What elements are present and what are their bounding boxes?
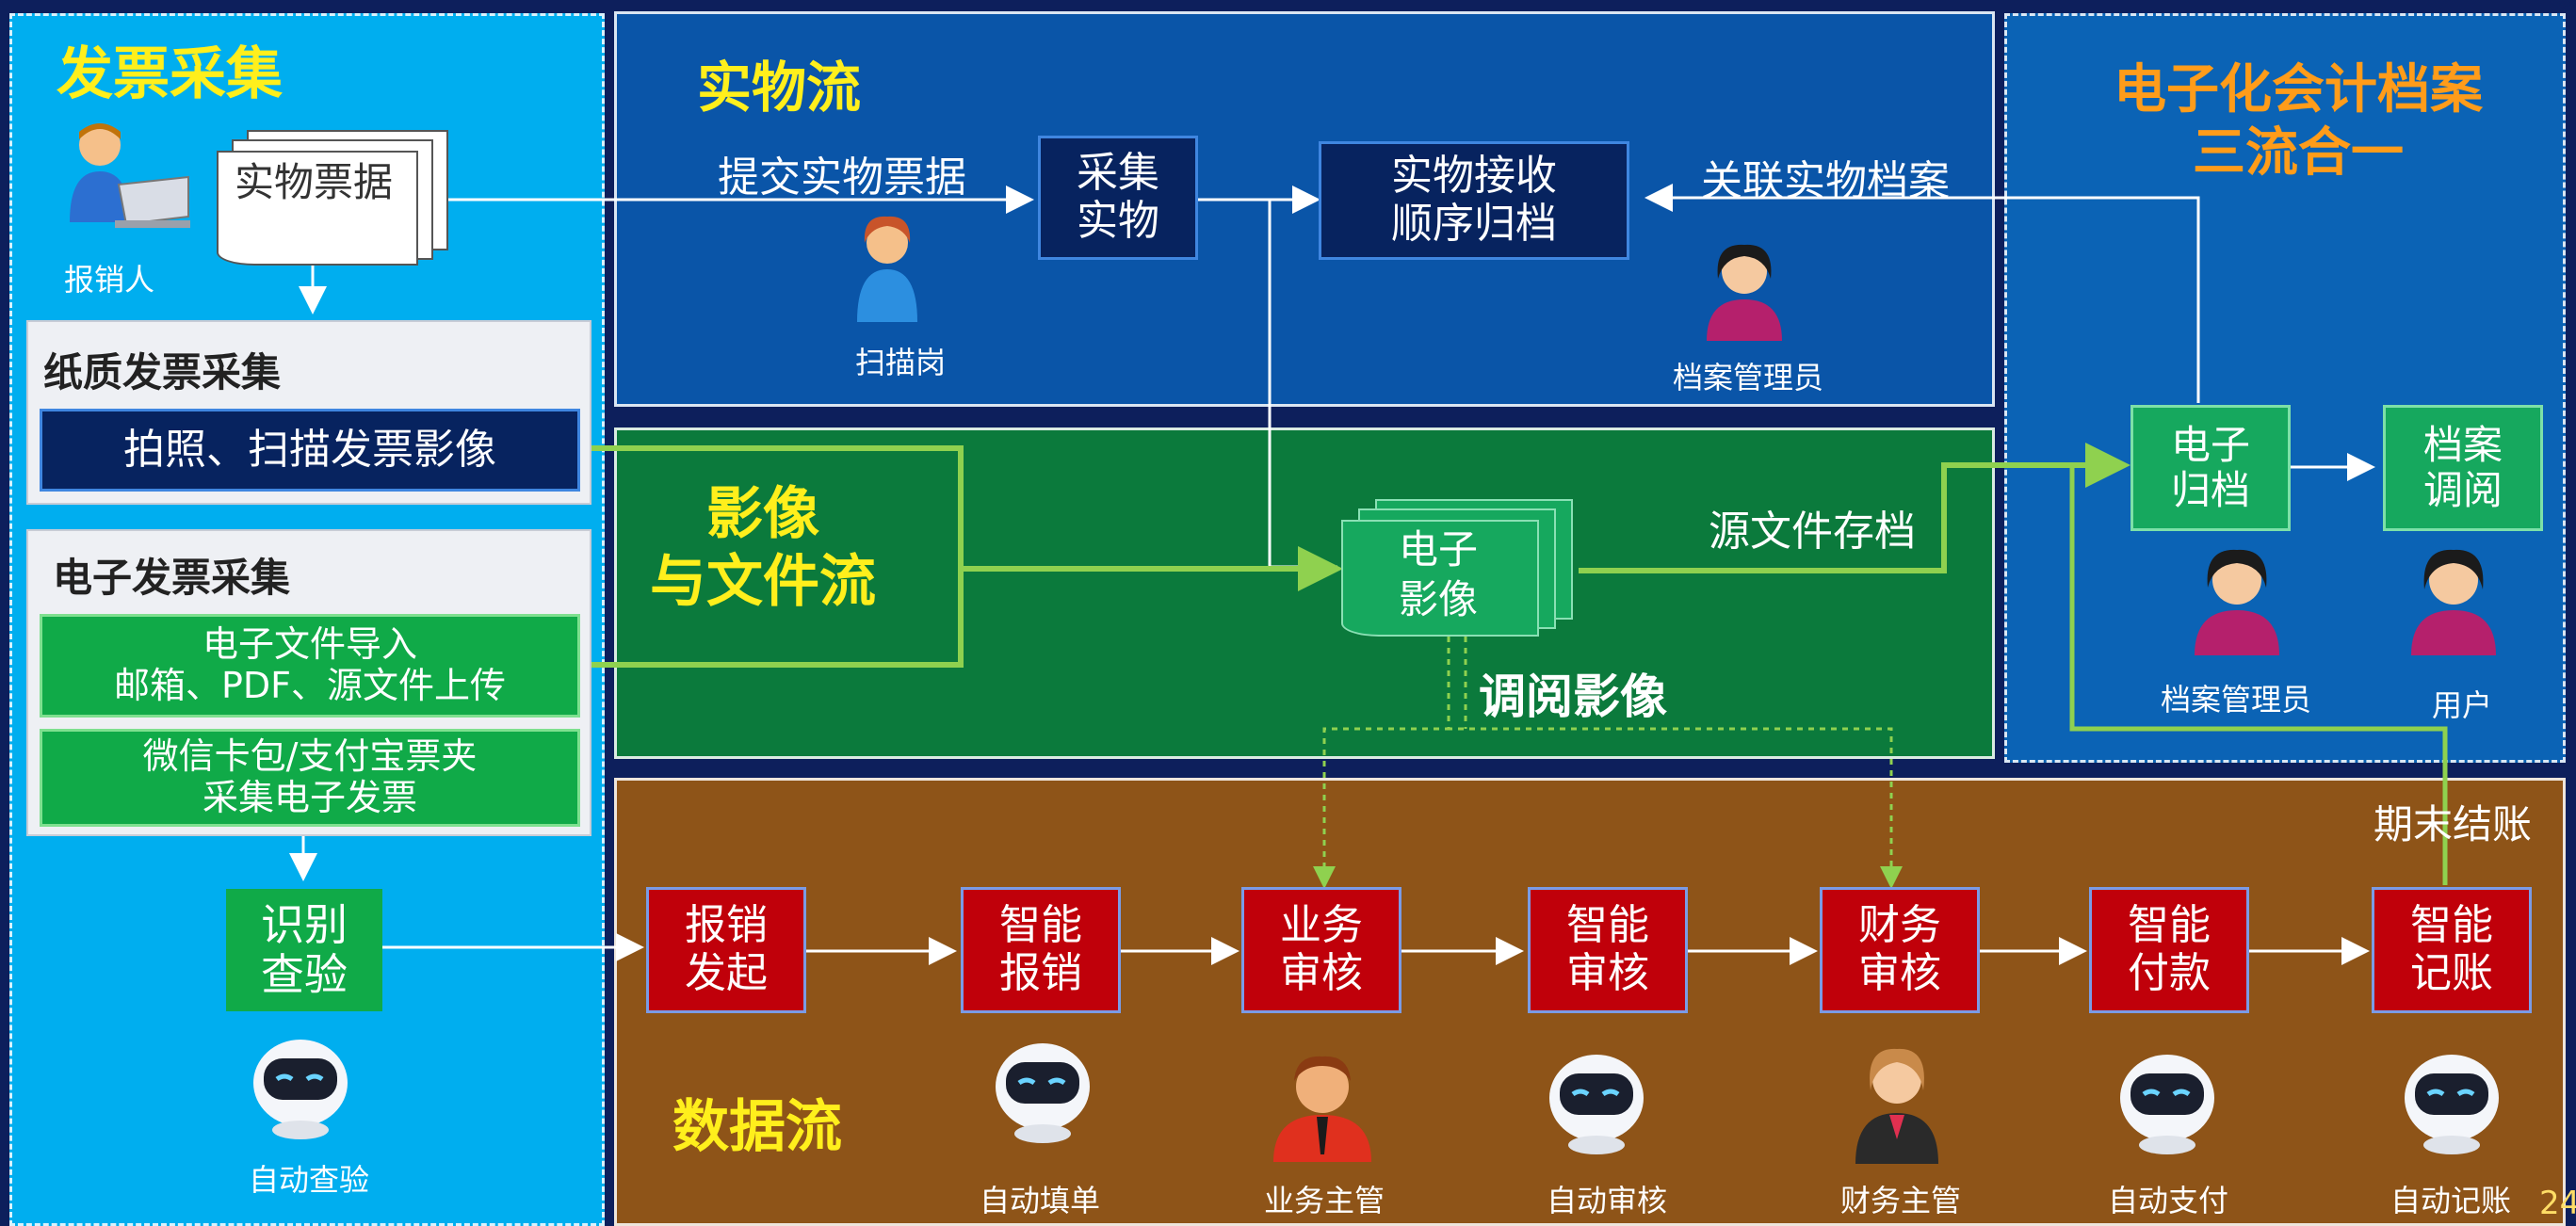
step-caption: 自动填单 — [979, 1183, 1100, 1218]
auto-verify-caption: 自动查验 — [248, 1162, 369, 1198]
step-smart-expense[interactable]: 智能 报销 — [961, 887, 1121, 1013]
collect-physical-line1: 采集 — [1077, 149, 1159, 198]
user-label: 用户 — [2432, 687, 2493, 723]
finance-manager-icon — [1855, 1048, 1938, 1164]
e-archive-button[interactable]: 电子 归档 — [2130, 405, 2291, 531]
e-image-line1: 电子 — [1398, 526, 1478, 573]
collect-physical-button[interactable]: 采集 实物 — [1038, 136, 1198, 260]
archivist-label: 档案管理员 — [1673, 360, 1824, 395]
step-caption: 自动支付 — [2107, 1183, 2228, 1218]
archive-browse-line1: 档案 — [2422, 421, 2503, 468]
archive-panel-title: 电子化会计档案 三流合一 — [2053, 58, 2543, 185]
image-file-flow-title-line2: 与文件流 — [650, 549, 876, 615]
verify-line1: 识别 — [261, 899, 348, 951]
physical-invoice-doc-label: 实物票据 — [234, 159, 393, 205]
step-caption: 自动记账 — [2390, 1183, 2511, 1218]
step-line1: 智能 — [2128, 901, 2211, 950]
data-flow-title: 数据流 — [672, 1094, 842, 1160]
step-line2: 审核 — [1566, 949, 1649, 997]
e-file-import-button[interactable]: 电子文件导入 邮箱、PDF、源文件上传 — [40, 614, 580, 718]
robot-icon — [253, 1040, 348, 1139]
step-caption: 自动审核 — [1546, 1183, 1667, 1218]
user-icon — [2411, 549, 2496, 655]
e-file-import-line2: 邮箱、PDF、源文件上传 — [113, 665, 507, 706]
archive-title-line1: 电子化会计档案 — [2114, 59, 2483, 121]
robot-icon — [2120, 1055, 2214, 1154]
step-line1: 智能 — [999, 901, 1082, 950]
archive-browse-line2: 调阅 — [2422, 467, 2503, 513]
step-line2: 审核 — [1280, 949, 1363, 997]
step-line2: 付款 — [2128, 949, 2211, 997]
step-smart-payment[interactable]: 智能 付款 — [2089, 887, 2249, 1013]
verify-button[interactable]: 识别 查验 — [226, 889, 382, 1011]
robot-icon — [996, 1043, 1090, 1143]
receive-archive-line1: 实物接收 — [1391, 152, 1557, 201]
reporter-icon — [70, 123, 190, 228]
step-line1: 财务 — [1858, 901, 1941, 950]
business-manager-icon — [1273, 1056, 1371, 1162]
archive-title-line2: 三流合一 — [2193, 122, 2404, 185]
step-line1: 智能 — [2410, 901, 2493, 950]
wallet-invoice-line2: 采集电子发票 — [202, 777, 417, 818]
robot-icon — [2405, 1055, 2499, 1154]
submit-physical-label: 提交实物票据 — [718, 153, 966, 202]
step-line2: 发起 — [685, 949, 768, 997]
step-line1: 报销 — [685, 901, 768, 950]
verify-line2: 查验 — [261, 949, 348, 1000]
photo-scan-invoice-button[interactable]: 拍照、扫描发票影像 — [40, 409, 580, 492]
e-image-label: 电子 影像 — [1351, 525, 1526, 624]
source-file-archive-label: 源文件存档 — [1709, 508, 1916, 556]
step-line2: 报销 — [999, 949, 1082, 997]
step-line1: 智能 — [1566, 901, 1649, 950]
step-caption: 财务主管 — [1839, 1183, 1961, 1218]
step-line2: 审核 — [1858, 949, 1941, 997]
archive-browse-button[interactable]: 档案 调阅 — [2383, 405, 2543, 531]
image-file-flow-panel — [614, 427, 1995, 759]
image-file-flow-title: 影像 与文件流 — [650, 480, 876, 616]
step-smart-review[interactable]: 智能 审核 — [1528, 887, 1688, 1013]
archive-archivist-label: 档案管理员 — [2161, 682, 2312, 718]
step-line1: 业务 — [1280, 901, 1363, 950]
link-physical-archive-label: 关联实物档案 — [1701, 157, 1950, 205]
step-line2: 记账 — [2410, 949, 2493, 997]
e-invoice-title: 电子发票采集 — [53, 555, 291, 601]
reporter-label: 报销人 — [64, 262, 155, 298]
paper-invoice-title: 纸质发票采集 — [43, 349, 282, 395]
period-close-label: 期末结账 — [2373, 801, 2533, 847]
receive-archive-button[interactable]: 实物接收 顺序归档 — [1319, 141, 1629, 260]
e-file-import-line1: 电子文件导入 — [202, 623, 417, 666]
wallet-invoice-button[interactable]: 微信卡包/支付宝票夹 采集电子发票 — [40, 729, 580, 827]
archive-archivist-icon — [2195, 549, 2279, 655]
invoice-collection-title: 发票采集 — [57, 41, 283, 107]
e-image-line2: 影像 — [1398, 575, 1478, 622]
page-number: 24 — [2539, 1185, 2576, 1222]
step-finance-review[interactable]: 财务 审核 — [1820, 887, 1980, 1013]
archivist-icon — [1707, 244, 1782, 341]
browse-image-label: 调阅影像 — [1479, 669, 1667, 724]
step-business-review[interactable]: 业务 审核 — [1241, 887, 1401, 1013]
scanner-icon — [857, 216, 917, 322]
wallet-invoice-line1: 微信卡包/支付宝票夹 — [142, 735, 478, 778]
physical-flow-title: 实物流 — [697, 56, 862, 120]
step-smart-bookkeeping[interactable]: 智能 记账 — [2372, 887, 2532, 1013]
robot-icon — [1549, 1055, 1644, 1154]
e-archive-line1: 电子 — [2170, 421, 2250, 468]
receive-archive-line2: 顺序归档 — [1391, 200, 1557, 248]
scanner-label: 扫描岗 — [855, 345, 947, 380]
collect-physical-line2: 实物 — [1077, 197, 1159, 245]
image-file-flow-title-line1: 影像 — [706, 481, 819, 547]
e-image-doc[interactable]: 电子 影像 — [1341, 499, 1586, 642]
step-caption: 业务主管 — [1263, 1183, 1385, 1218]
photo-scan-invoice-label: 拍照、扫描发票影像 — [123, 425, 496, 474]
step-expense-initiate[interactable]: 报销 发起 — [646, 887, 806, 1013]
physical-invoice-doc: 实物票据 — [215, 130, 450, 266]
e-archive-line2: 归档 — [2170, 467, 2250, 513]
